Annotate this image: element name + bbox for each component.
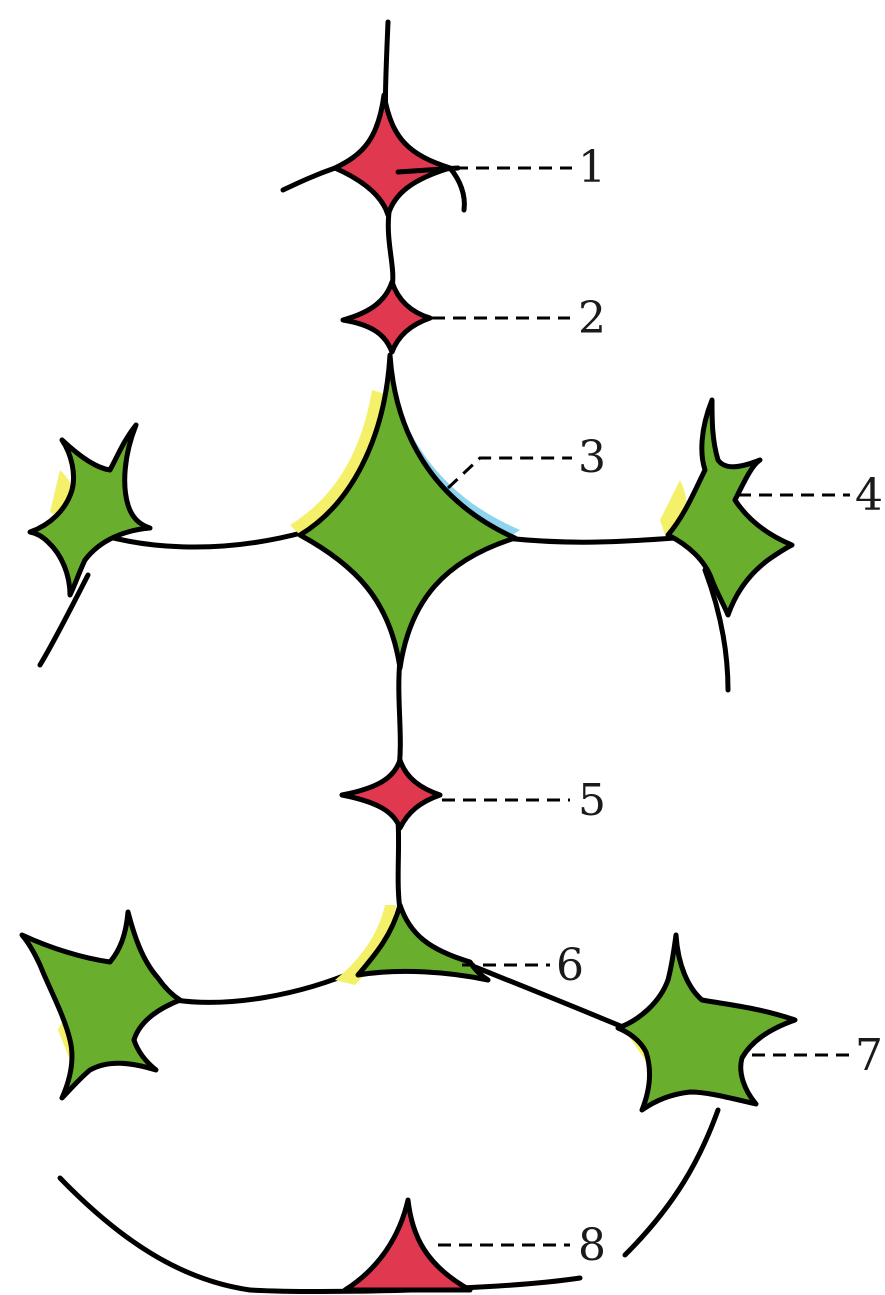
branch-6-right: [470, 965, 630, 1030]
leader-lines: [398, 168, 850, 1245]
label-4: 4: [855, 470, 883, 521]
stem-1-to-2: [388, 205, 393, 288]
connections: [40, 22, 728, 1292]
label-8: 8: [578, 1220, 606, 1271]
node-1-shape: [335, 95, 450, 215]
leader-3: [448, 458, 572, 488]
stem-5-to-6: [398, 820, 400, 910]
node-4-right-cell: [660, 400, 792, 615]
bottom-arc-right: [625, 1110, 718, 1255]
bottom-arc-left: [60, 1178, 250, 1290]
label-6: 6: [556, 940, 584, 991]
label-1: 1: [578, 142, 606, 193]
label-5: 5: [578, 775, 606, 826]
branch-6-left: [175, 970, 358, 1002]
label-3: 3: [578, 432, 606, 483]
node-3: [290, 355, 520, 668]
lower-left-cell: [22, 912, 180, 1098]
node-2-shape: [343, 282, 430, 352]
node-7-shape: [618, 935, 795, 1110]
label-7: 7: [855, 1030, 883, 1081]
labels: 1 2 3 4 5 6 7 8: [556, 142, 883, 1271]
node-7: [618, 935, 795, 1110]
left-cell-shape: [30, 425, 150, 595]
branch-3-to-4-right: [505, 538, 675, 542]
node-1-right-tail: [450, 168, 464, 210]
node-4-shape: [668, 400, 792, 615]
node-5: [342, 760, 440, 828]
node-4-left-cell: [30, 425, 150, 595]
node-6: [335, 905, 488, 985]
node-2: [343, 282, 430, 352]
node-1-left-tail: [283, 168, 335, 190]
node-8-shape: [345, 1200, 470, 1290]
node-5-shape: [342, 760, 440, 828]
left-cell-tail: [40, 575, 88, 665]
label-2: 2: [578, 293, 606, 344]
node-8: [345, 1200, 470, 1290]
node-1: [283, 95, 464, 215]
lower-left-cell-shape: [22, 912, 180, 1098]
